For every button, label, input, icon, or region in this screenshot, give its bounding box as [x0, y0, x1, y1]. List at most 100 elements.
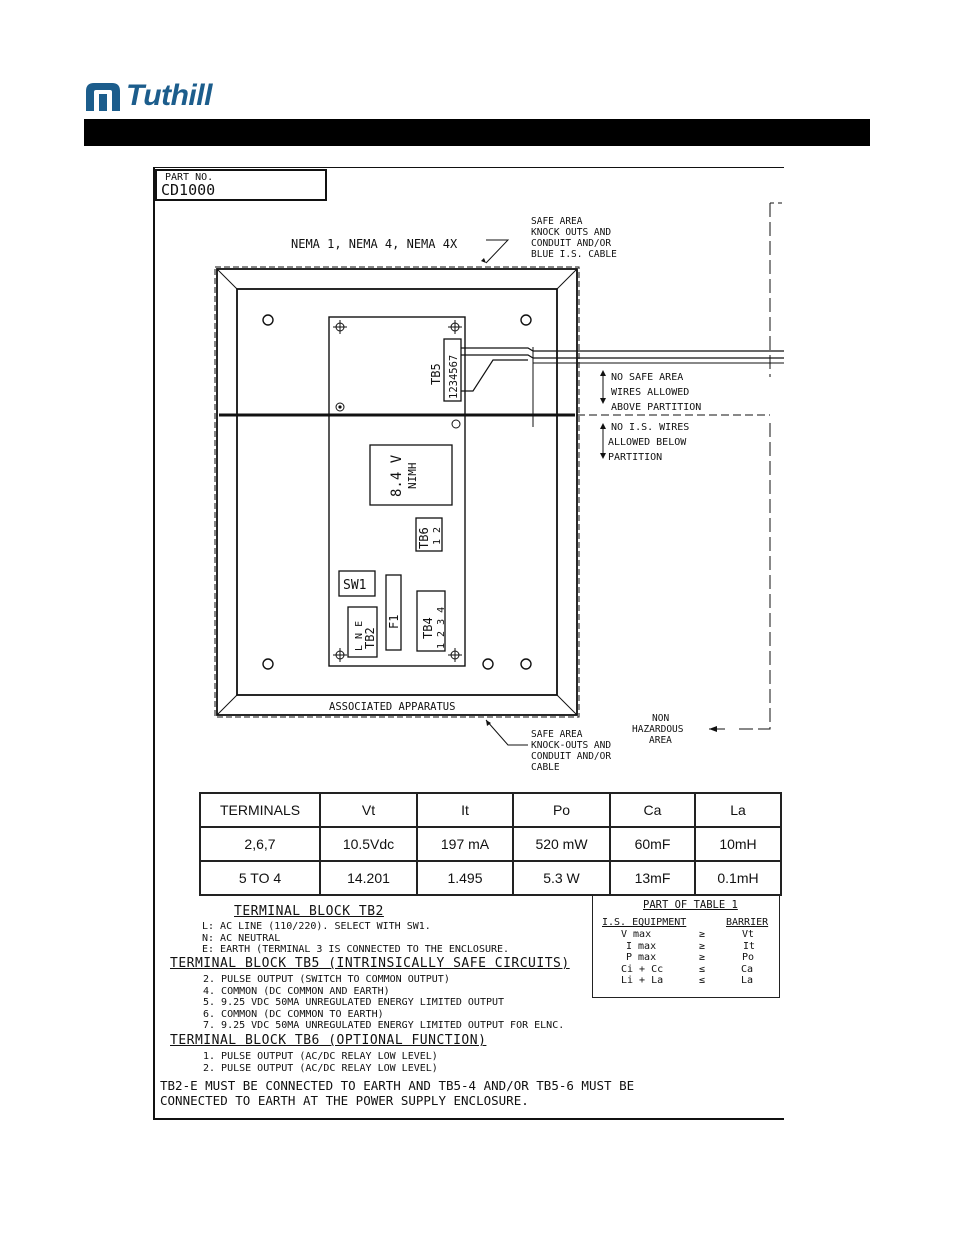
part-table-barrier: Po	[742, 952, 755, 963]
tb2-lines: L: AC LINE (110/220). SELECT WITH SW1. N…	[202, 921, 509, 956]
table-cell: 197 mA	[416, 826, 514, 862]
no-is-wires-line-3: PARTITION	[608, 452, 662, 463]
f1-label: F1	[387, 615, 401, 629]
brand-name: Tuthill	[126, 79, 212, 112]
tuthill-logo-icon	[86, 83, 120, 111]
part-table-row: P max ≥ Po	[593, 952, 779, 964]
part-table-op: ≥	[699, 929, 706, 940]
table-cell: 5.3 W	[512, 860, 611, 896]
safe-area-top-line-2: KNOCK OUTS AND	[531, 227, 611, 238]
table-header: Ca	[609, 792, 696, 828]
part-table-rows: V max ≥ Vt I max ≥ It P max ≥ Po Ci + Cc…	[593, 929, 779, 987]
non-hazardous-line-1: NON	[652, 713, 669, 724]
part-table-title: PART OF TABLE 1	[643, 899, 738, 911]
tb2-pins: L N E	[354, 621, 365, 651]
tb5-label: TB5	[429, 363, 443, 385]
table-cell: 0.1mH	[694, 860, 782, 896]
safe-area-top-line-4: BLUE I.S. CABLE	[531, 249, 617, 260]
non-hazardous-note: NON HAZARDOUS AREA	[632, 713, 684, 746]
table-cell: 2,6,7	[199, 826, 321, 862]
no-is-wires-line-2: ALLOWED BELOW	[608, 437, 687, 448]
brand-logo: Tuthill	[84, 76, 212, 116]
part-table-barrier: Vt	[742, 929, 755, 940]
tb6-line: 2. PULSE OUTPUT (AC/DC RELAY LOW LEVEL)	[203, 1062, 438, 1074]
part-table-row: Li + La ≤ La	[593, 975, 779, 987]
part-table-op: ≤	[699, 963, 706, 975]
part-table-eq: V max	[621, 929, 652, 940]
header-bar	[84, 119, 870, 146]
tb5-notes: TERMINAL BLOCK TB5 (INTRINSICALLY SAFE C…	[170, 956, 570, 971]
part-no-value: CD1000	[161, 181, 215, 199]
no-safe-area-line-2: WIRES ALLOWED	[611, 387, 689, 398]
safe-area-bottom-line-3: CONDUIT AND/OR	[531, 751, 611, 762]
tb4-label: TB4	[421, 617, 435, 639]
sw1-label: SW1	[343, 578, 366, 593]
table-header: La	[694, 792, 782, 828]
safe-area-top-note: SAFE AREA KNOCK OUTS AND CONDUIT AND/OR …	[531, 216, 617, 260]
part-table-eq: Ci + Cc	[621, 963, 664, 975]
table-cell: 60mF	[609, 826, 696, 862]
part-table-row: I max ≥ It	[593, 941, 779, 953]
enclosure-label: NEMA 1, NEMA 4, NEMA 4X	[291, 237, 458, 251]
safe-area-bottom-note: SAFE AREA KNOCK-OUTS AND CONDUIT AND/OR …	[531, 729, 611, 773]
table-row: 2,6,7 10.5Vdc 197 mA 520 mW 60mF 10mH	[199, 826, 782, 862]
tb6-notes: TERMINAL BLOCK TB6 (OPTIONAL FUNCTION)	[170, 1033, 486, 1048]
tb6-label: TB6	[417, 527, 431, 549]
tb2-line: N: AC NEUTRAL	[202, 932, 281, 944]
tb2-line: L: AC LINE (110/220). SELECT WITH SW1.	[202, 921, 431, 932]
tb2-notes: TERMINAL BLOCK TB2	[234, 904, 384, 919]
part-table-row: V max ≥ Vt	[593, 929, 779, 941]
tb5-line: 5. 9.25 VDC 50MA UNREGULATED ENERGY LIMI…	[203, 997, 505, 1008]
non-hazardous-line-3: AREA	[649, 735, 672, 746]
part-table-col2: BARRIER	[726, 917, 769, 928]
safe-area-bottom-line-2: KNOCK-OUTS AND	[531, 740, 611, 751]
tb4-pins: 1 2 3 4	[436, 607, 447, 649]
tb5-title: TERMINAL BLOCK TB5 (INTRINSICALLY SAFE C…	[170, 956, 570, 971]
battery-voltage: 8.4 V	[389, 454, 405, 497]
tb2-line: E: EARTH (TERMINAL 3 IS CONNECTED TO THE…	[202, 944, 510, 955]
footer-line: CONNECTED TO EARTH AT THE POWER SUPPLY E…	[160, 1093, 529, 1108]
footer-line: TB2-E MUST BE CONNECTED TO EARTH AND TB5…	[160, 1078, 635, 1093]
table-header: Vt	[319, 792, 418, 828]
tb5-line: 6. COMMON (DC COMMON TO EARTH)	[203, 1008, 384, 1020]
part-table-row: Ci + Cc ≤ Ca	[593, 964, 779, 976]
part-table-op: ≥	[699, 940, 706, 952]
table-header: Po	[512, 792, 611, 828]
safe-area-bottom-line-4: CABLE	[531, 762, 560, 773]
table-cell: 5 TO 4	[199, 860, 321, 896]
battery-type: NIMH	[406, 463, 419, 490]
part-table-barrier: It	[743, 940, 756, 952]
wiring-diagram: PART NO. CD1000 NEMA 1, NEMA 4, NEMA 4X …	[153, 167, 784, 1120]
part-table-eq: Li + La	[621, 975, 664, 986]
no-is-wires-line-1: NO I.S. WIRES	[611, 422, 689, 433]
tb5-pins: 1234567	[448, 355, 460, 399]
tb5-line: 7. 9.25 VDC 50MA UNREGULATED ENERGY LIMI…	[203, 1020, 565, 1031]
no-safe-area-line-1: NO SAFE AREA	[611, 372, 683, 383]
tb6-lines: 1. PULSE OUTPUT (AC/DC RELAY LOW LEVEL) …	[203, 1051, 438, 1074]
table-cell: 13mF	[609, 860, 696, 896]
table-cell: 1.495	[416, 860, 514, 896]
tb2-label: TB2	[363, 627, 377, 649]
footer-note: TB2-E MUST BE CONNECTED TO EARTH AND TB5…	[160, 1078, 634, 1108]
part-of-table-1: PART OF TABLE 1 I.S. EQUIPMENT BARRIER V…	[592, 895, 780, 998]
tb6-line: 1. PULSE OUTPUT (AC/DC RELAY LOW LEVEL)	[203, 1051, 438, 1062]
part-table-eq: I max	[626, 940, 657, 952]
table-cell: 10.5Vdc	[319, 826, 418, 862]
table-cell: 14.201	[319, 860, 418, 896]
table-header: TERMINALS	[199, 792, 321, 828]
part-table-barrier: Ca	[741, 963, 754, 975]
part-table-op: ≤	[699, 975, 706, 986]
tb6-pins: 1 2	[432, 527, 443, 545]
tb5-lines: 2. PULSE OUTPUT (SWITCH TO COMMON OUTPUT…	[203, 974, 564, 1032]
no-is-wires-note: NO I.S. WIRES ALLOWED BELOW PARTITION	[608, 422, 689, 463]
parameters-table: TERMINALS Vt It Po Ca La 2,6,7 10.5Vdc 1…	[199, 792, 782, 896]
table-row: 5 TO 4 14.201 1.495 5.3 W 13mF 0.1mH	[199, 860, 782, 896]
table-header: It	[416, 792, 514, 828]
tb5-line: 2. PULSE OUTPUT (SWITCH TO COMMON OUTPUT…	[203, 974, 450, 985]
part-table-barrier: La	[741, 975, 754, 986]
no-safe-area-line-3: ABOVE PARTITION	[611, 402, 701, 413]
associated-apparatus-label: ASSOCIATED APPARATUS	[329, 701, 455, 713]
part-table-col1: I.S. EQUIPMENT	[602, 917, 687, 928]
no-safe-area-note: NO SAFE AREA WIRES ALLOWED ABOVE PARTITI…	[611, 372, 701, 413]
table-cell: 520 mW	[512, 826, 611, 862]
